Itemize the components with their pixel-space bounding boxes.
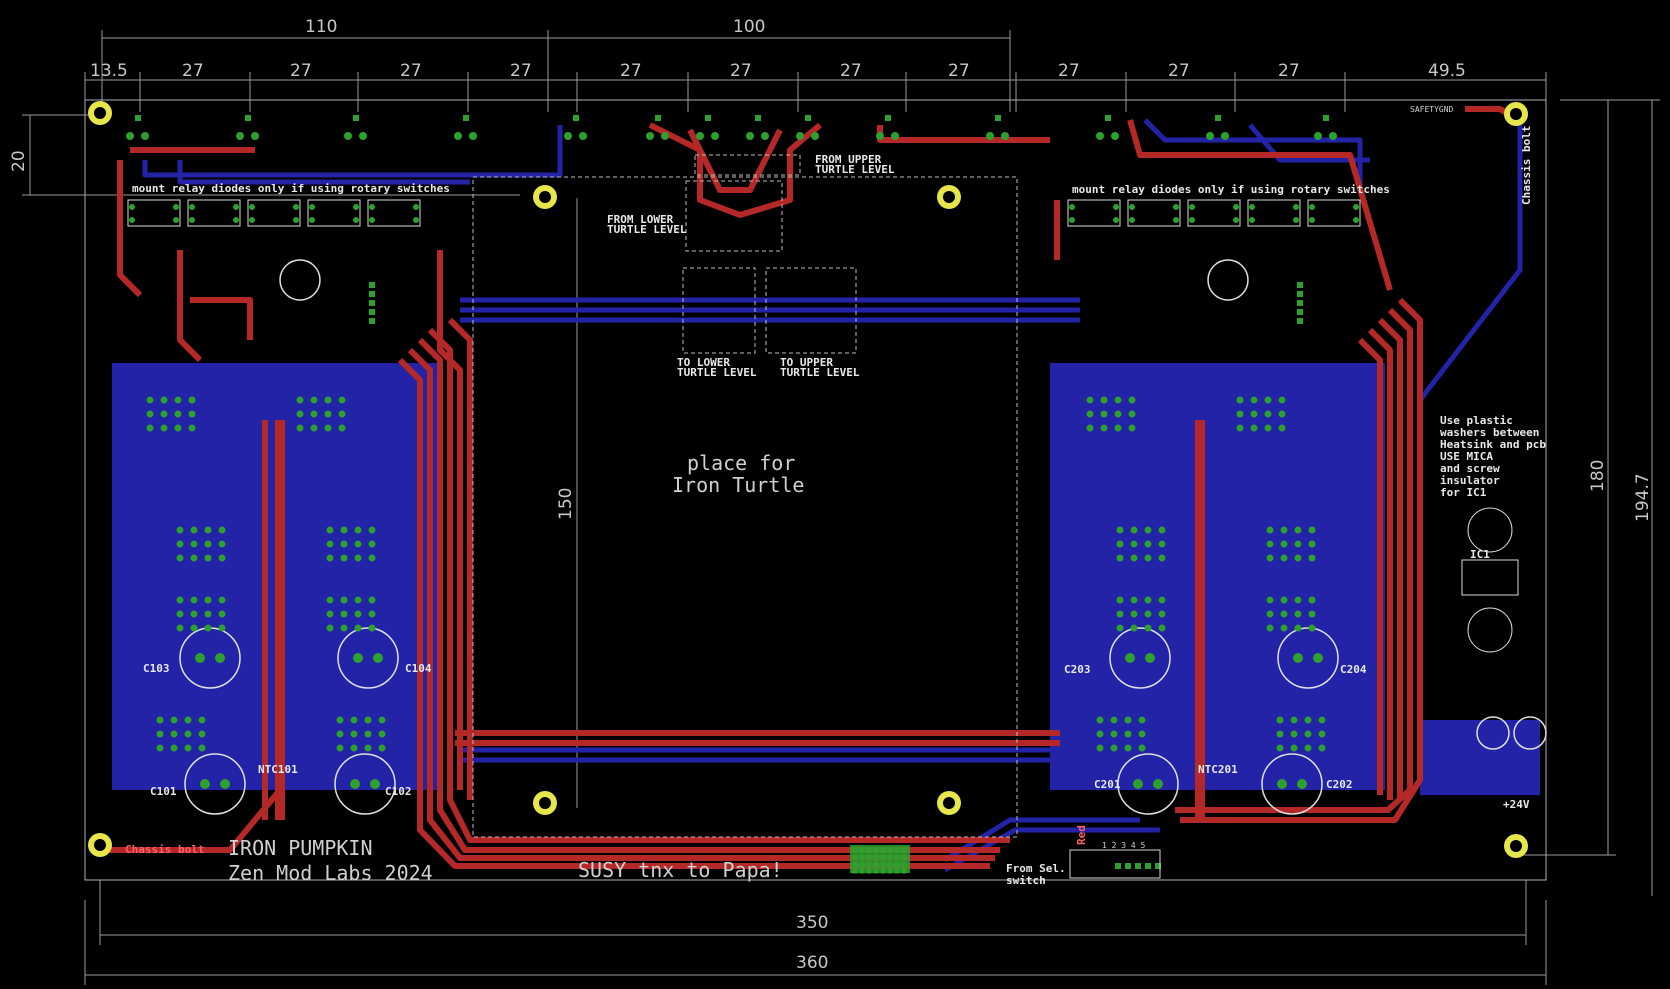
ic1-heatsink <box>1461 507 1519 653</box>
red-wire-label: Red <box>1075 825 1088 845</box>
dim-150: 150 <box>556 488 576 520</box>
relay-note-left: mount relay diodes only if using rotary … <box>132 182 450 195</box>
washers-note: Use plastic washers between Heatsink and… <box>1440 414 1546 499</box>
chassis-bolt-label-right: Chassis bolt <box>1520 126 1533 205</box>
svg-text:C202: C202 <box>1326 778 1353 791</box>
iron-turtle-outline <box>472 176 1018 838</box>
board-subtitle: Zen Mod Labs 2024 <box>228 861 433 885</box>
dim-49-5: 49.5 <box>1428 61 1466 81</box>
dim-350: 350 <box>796 913 828 933</box>
iron-turtle-label: Iron Turtle <box>672 473 804 497</box>
svg-text:27: 27 <box>948 61 970 81</box>
dim-100: 100 <box>733 17 765 37</box>
board-title: IRON PUMPKIN <box>228 836 373 860</box>
dim-13-5: 13.5 <box>90 61 128 81</box>
cap-c104 <box>337 627 399 689</box>
svg-text:insulator: insulator <box>1440 474 1500 487</box>
svg-text:washers between: washers between <box>1440 426 1539 439</box>
svg-text:C103: C103 <box>143 662 170 675</box>
mounting-hole <box>937 185 961 209</box>
mounting-hole <box>88 833 112 857</box>
svg-text:Use plastic: Use plastic <box>1440 414 1513 427</box>
mounting-hole <box>533 791 557 815</box>
mounting-holes <box>88 101 1528 858</box>
svg-text:27: 27 <box>1278 61 1300 81</box>
cap-c201 <box>1117 753 1179 815</box>
mounting-hole <box>88 101 112 125</box>
dim-20: 20 <box>9 150 29 172</box>
svg-text:FROM UPPER: FROM UPPER <box>815 153 882 166</box>
cap-c101 <box>184 753 246 815</box>
dim-27-labels: 27 27 27 27 27 27 27 27 27 27 27 <box>182 61 1300 81</box>
dimension-lines <box>22 30 1660 985</box>
board-outline <box>84 99 1547 881</box>
mounting-hole <box>937 791 961 815</box>
selector-connector <box>850 845 1161 879</box>
svg-text:27: 27 <box>510 61 532 81</box>
svg-text:NTC201: NTC201 <box>1198 763 1238 776</box>
svg-text:TO UPPER: TO UPPER <box>780 356 833 369</box>
dim-360: 360 <box>796 953 828 973</box>
svg-text:for IC1: for IC1 <box>1440 486 1487 499</box>
svg-text:TURTLE LEVEL: TURTLE LEVEL <box>815 163 895 176</box>
electrolytic-capacitors <box>179 259 1547 815</box>
svg-text:TURTLE LEVEL: TURTLE LEVEL <box>677 366 757 379</box>
relay-row-right <box>1067 199 1361 227</box>
switch-label: switch <box>1006 874 1046 887</box>
svg-text:C201: C201 <box>1094 778 1121 791</box>
cap-c204 <box>1277 627 1339 689</box>
selector-pin-numbers: 1 2 3 4 5 <box>1102 841 1146 850</box>
svg-text:27: 27 <box>400 61 422 81</box>
chassis-bolt-label-bottom: Chassis bolt <box>125 843 204 856</box>
svg-text:TURTLE LEVEL: TURTLE LEVEL <box>780 366 860 379</box>
dim-180: 180 <box>1588 460 1608 492</box>
turtle-level-labels: FROM UPPER TURTLE LEVEL FROM LOWER TURTL… <box>607 153 895 379</box>
svg-text:FROM LOWER: FROM LOWER <box>607 213 674 226</box>
mounting-hole <box>1504 102 1528 126</box>
svg-text:USE MICA: USE MICA <box>1440 450 1493 463</box>
svg-text:27: 27 <box>840 61 862 81</box>
component-designators: C101 C102 C103 C104 C201 C202 C203 C204 … <box>143 548 1530 811</box>
safety-gnd-label: SAFETYGND <box>1410 105 1454 114</box>
svg-text:and screw: and screw <box>1440 462 1500 475</box>
mounting-hole <box>533 185 557 209</box>
svg-text:C104: C104 <box>405 662 432 675</box>
relay-row-left <box>127 199 421 227</box>
svg-text:TURTLE LEVEL: TURTLE LEVEL <box>607 223 687 236</box>
relay-note-right: mount relay diodes only if using rotary … <box>1072 183 1390 196</box>
cap-c102 <box>334 753 396 815</box>
svg-text:Heatsink and pcb: Heatsink and pcb <box>1440 438 1546 451</box>
cap-c203 <box>1109 627 1171 689</box>
svg-text:27: 27 <box>182 61 204 81</box>
svg-text:27: 27 <box>1058 61 1080 81</box>
cap-c202 <box>1261 753 1323 815</box>
svg-text:IC1: IC1 <box>1470 548 1490 561</box>
svg-text:27: 27 <box>1168 61 1190 81</box>
place-for-label: place for <box>687 451 795 475</box>
svg-text:C102: C102 <box>385 785 412 798</box>
svg-text:C203: C203 <box>1064 663 1091 676</box>
svg-text:27: 27 <box>620 61 642 81</box>
from-sel-label: From Sel. <box>1006 862 1066 875</box>
top-traces <box>100 106 1514 869</box>
susy-credit: SUSY tnx to Papa! <box>578 858 783 882</box>
dim-110: 110 <box>305 17 337 37</box>
mounting-hole <box>1504 834 1528 858</box>
svg-text:TO LOWER: TO LOWER <box>677 356 730 369</box>
svg-text:C101: C101 <box>150 785 177 798</box>
svg-text:NTC101: NTC101 <box>258 763 298 776</box>
svg-text:27: 27 <box>290 61 312 81</box>
dim-194-7: 194.7 <box>1633 473 1653 522</box>
dashed-outlines <box>472 154 1018 838</box>
svg-text:+24V: +24V <box>1503 798 1530 811</box>
svg-text:C204: C204 <box>1340 663 1367 676</box>
svg-text:27: 27 <box>730 61 752 81</box>
